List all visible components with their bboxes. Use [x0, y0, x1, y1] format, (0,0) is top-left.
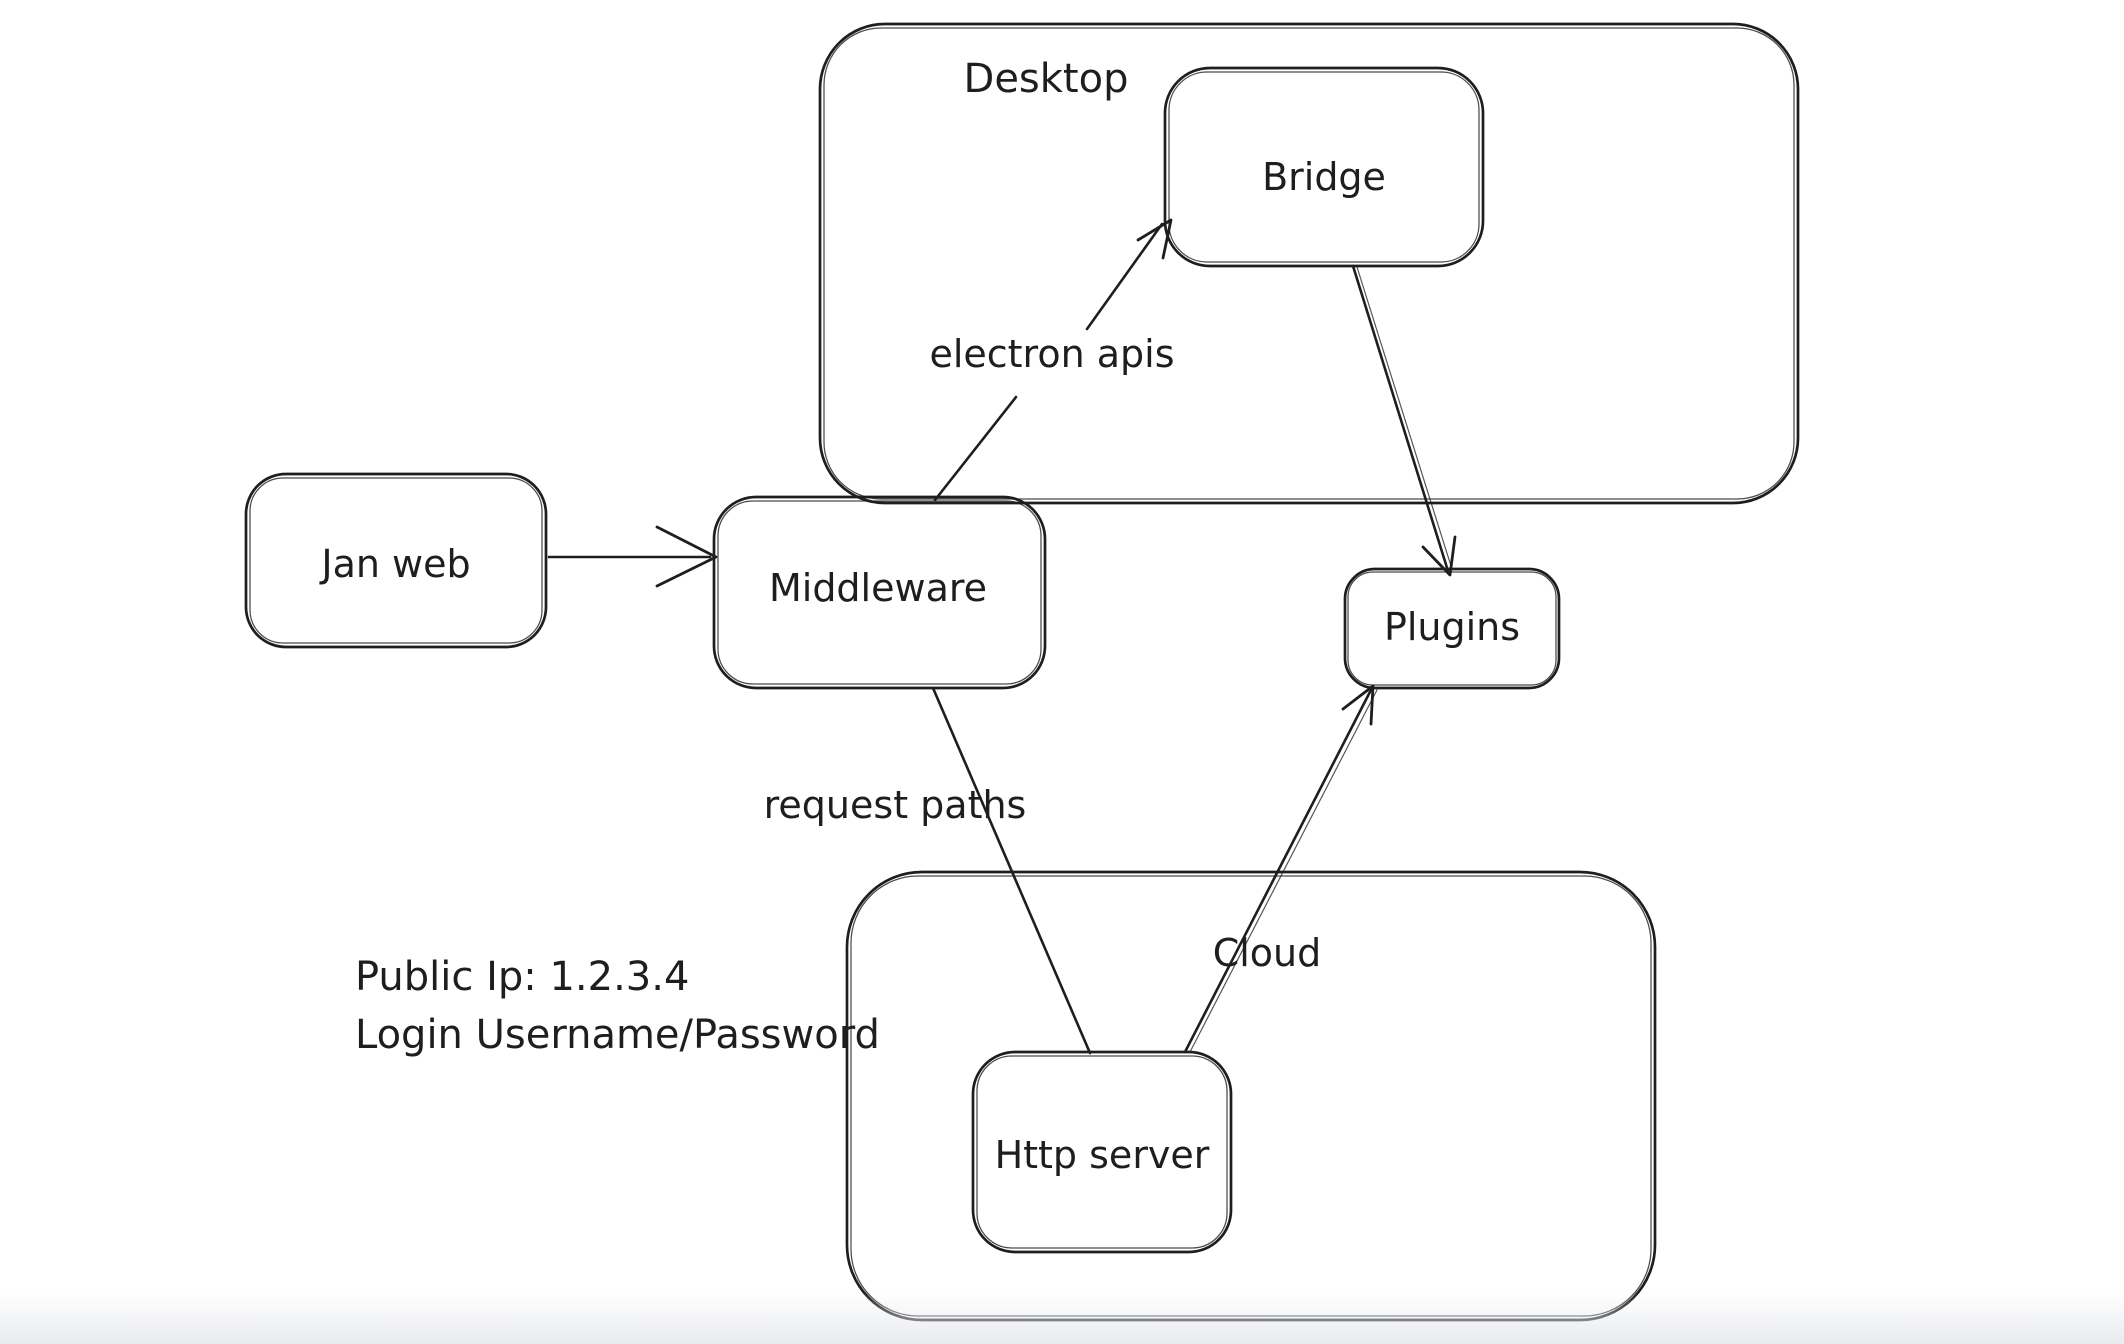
jan-web-label: Jan web — [319, 542, 470, 586]
desktop-label: Desktop — [964, 56, 1129, 102]
login-note: Login Username/Password — [355, 1012, 880, 1058]
edge-httpserver-to-plugins — [1183, 684, 1378, 1054]
node-middleware: Middleware — [712, 495, 1047, 690]
node-jan-web: Jan web — [244, 472, 548, 649]
request-paths-edge-label: request paths — [764, 783, 1027, 827]
jan-web-outline — [244, 472, 548, 649]
http-server-outline-sketch — [976, 1055, 1228, 1249]
arrowhead-icon — [1136, 218, 1173, 260]
arrowhead-icon — [1341, 684, 1375, 726]
middleware-outline-sketch — [717, 500, 1042, 685]
arrowhead-icon — [655, 525, 718, 588]
edge-middleware-to-httpserver — [931, 686, 1092, 1055]
plugins-label: Plugins — [1384, 605, 1520, 649]
node-bridge: Bridge — [1163, 66, 1485, 268]
plugins-outline-sketch — [1347, 571, 1557, 686]
public-ip-note: Public Ip: 1.2.3.4 — [355, 954, 689, 1000]
middleware-outline — [712, 495, 1047, 690]
edge-line — [931, 686, 1092, 1055]
edge-line — [1351, 264, 1450, 573]
cloud-label: Cloud — [1213, 931, 1322, 975]
bridge-outline — [1163, 66, 1485, 268]
edge-line — [1085, 222, 1164, 331]
edge-janweb-to-middleware — [547, 525, 718, 588]
edge-line-sketch — [1189, 689, 1378, 1053]
electron-apis-edge-label: electron apis — [929, 332, 1174, 376]
edge-line — [933, 395, 1018, 502]
arrowhead-icon — [1421, 535, 1457, 577]
desktop-container: Desktop — [818, 22, 1800, 505]
bridge-outline-sketch — [1168, 71, 1480, 263]
edge-middleware-to-bridge — [933, 218, 1173, 502]
edge-line — [1183, 684, 1375, 1054]
edge-bridge-to-plugins — [1351, 264, 1457, 577]
bridge-label: Bridge — [1262, 155, 1386, 199]
edge-line-sketch — [1356, 266, 1452, 567]
middleware-label: Middleware — [769, 566, 987, 610]
desktop-container-outline-sketch — [823, 27, 1795, 500]
node-http-server: Http server — [971, 1050, 1233, 1254]
node-plugins: Plugins — [1343, 567, 1561, 690]
desktop-container-outline — [818, 22, 1800, 505]
http-server-outline — [971, 1050, 1233, 1254]
plugins-outline — [1343, 567, 1561, 690]
http-server-label: Http server — [995, 1133, 1210, 1177]
jan-web-outline-sketch — [249, 477, 543, 644]
